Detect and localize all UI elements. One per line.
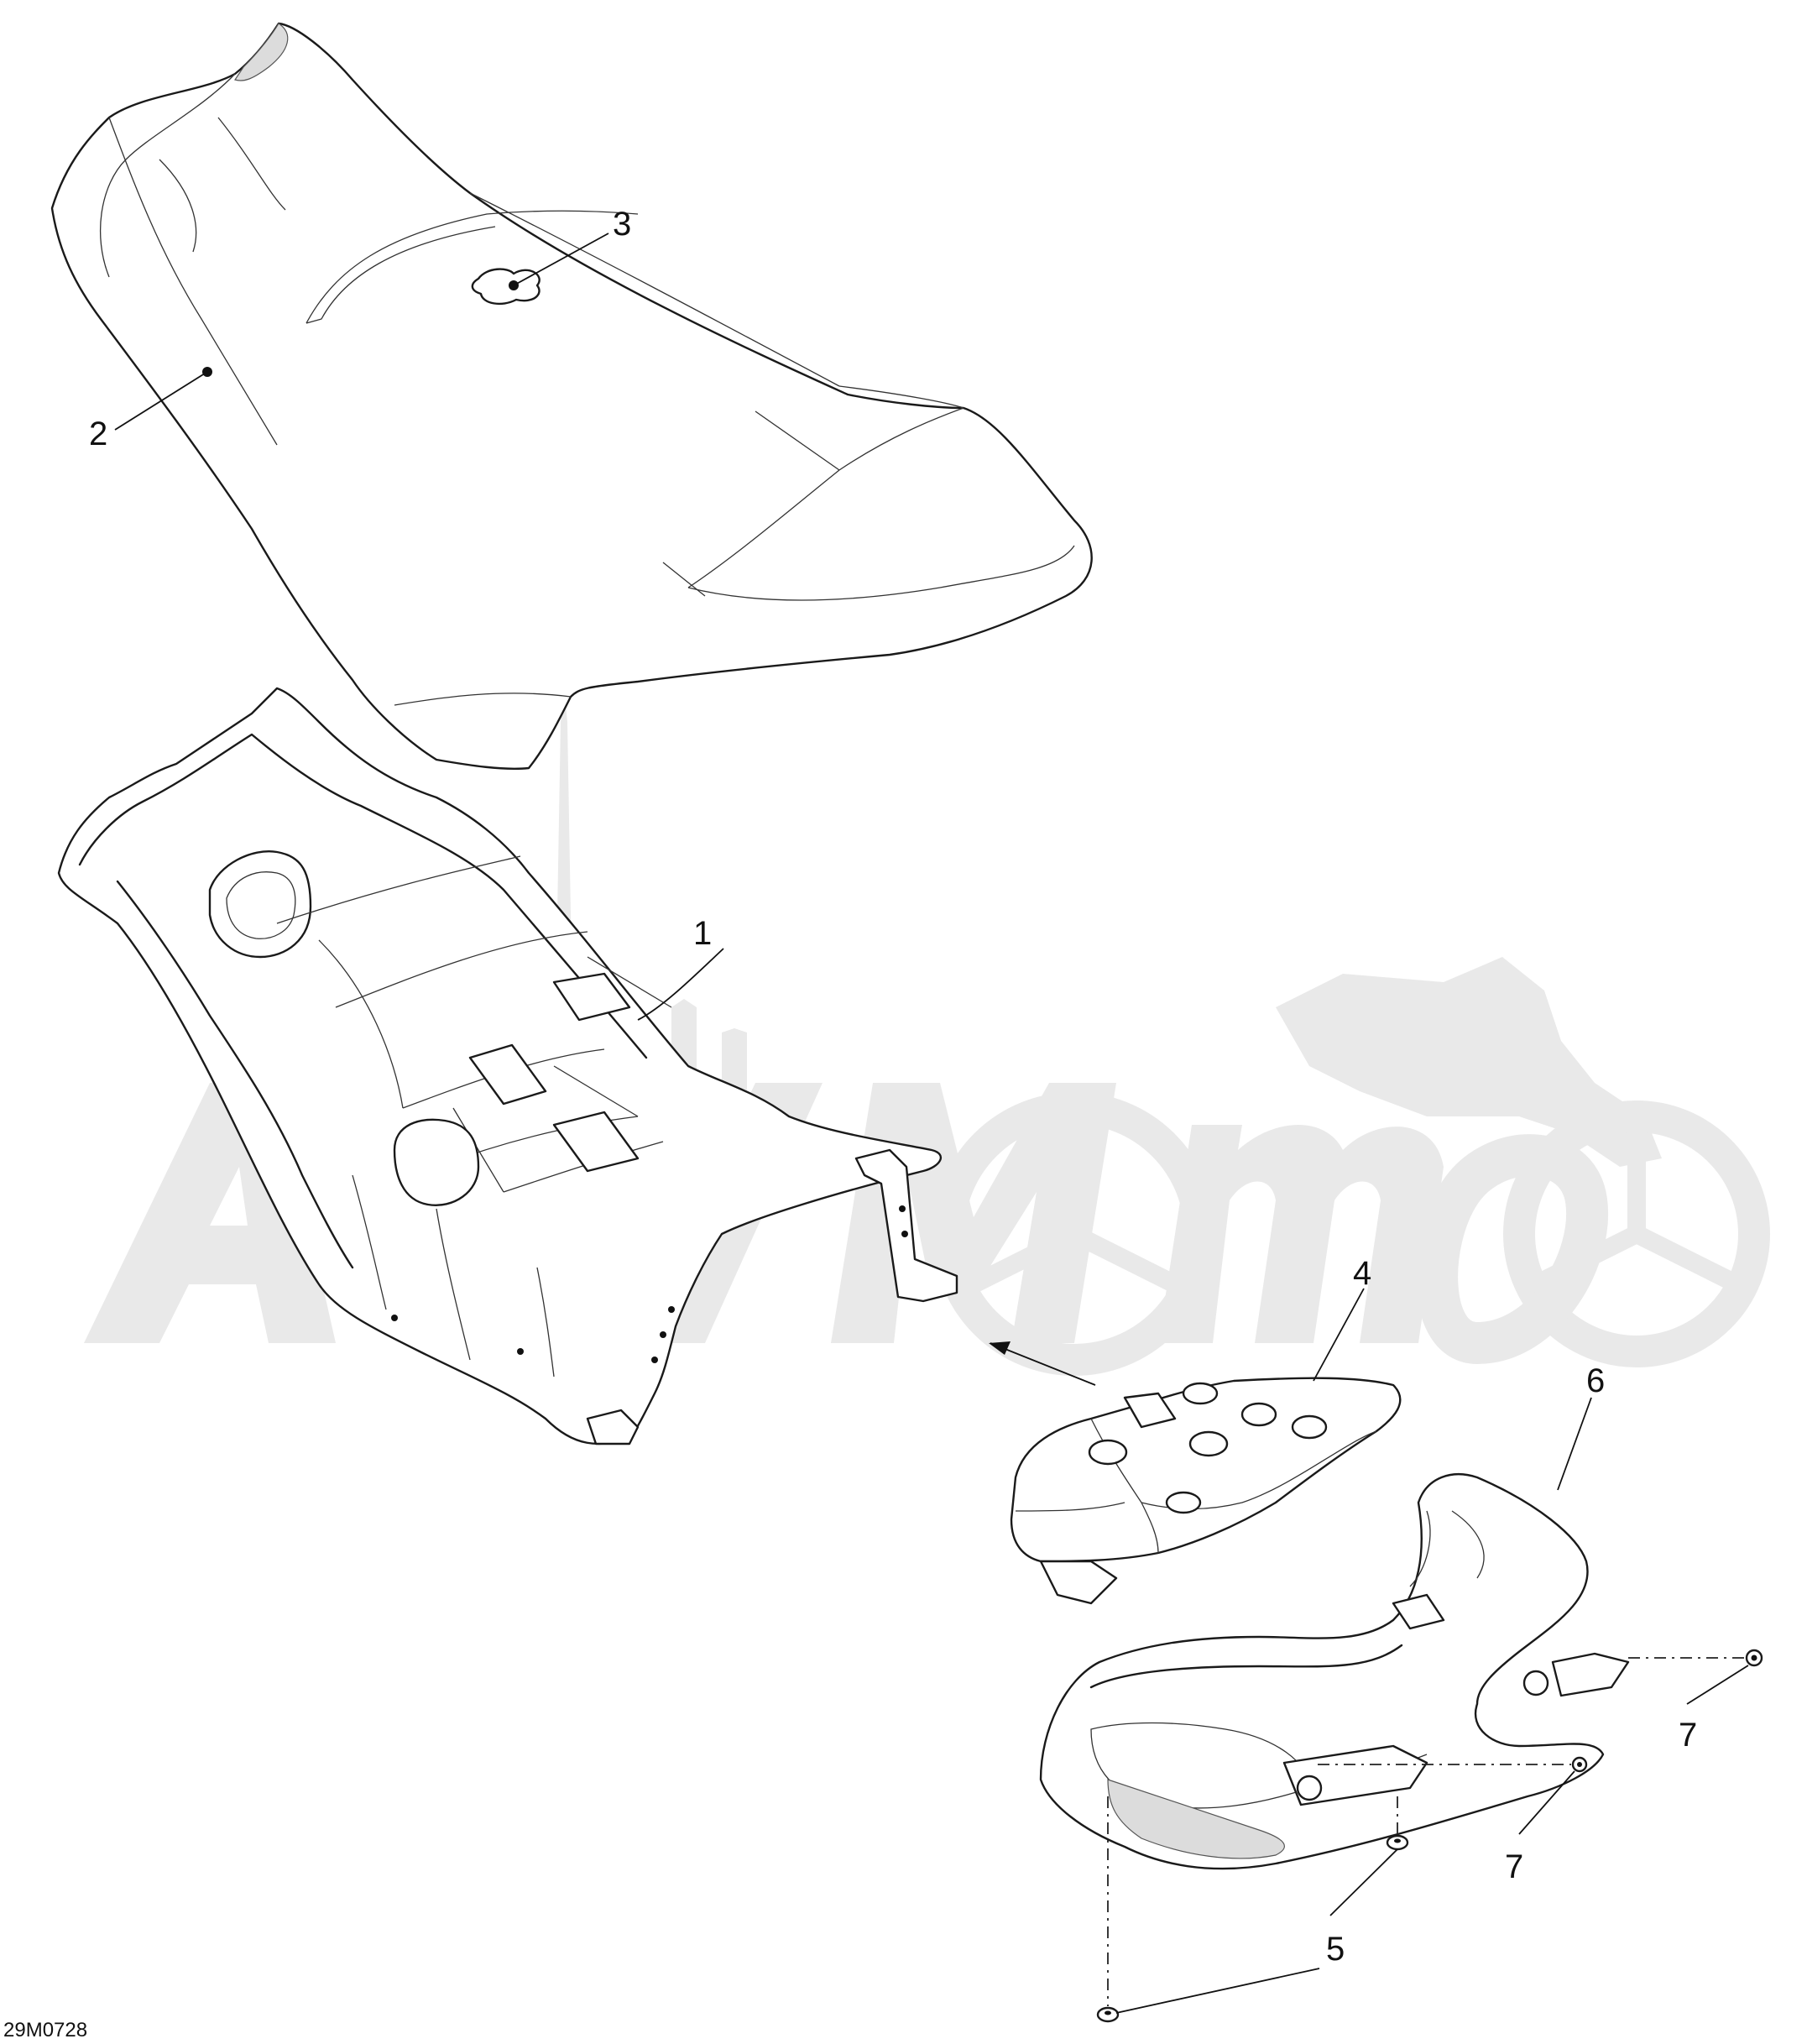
callout-1: 1 [693,915,712,952]
leader-5a [1329,1848,1398,1916]
leader-2 [114,371,208,431]
screw-lower [1571,1756,1588,1773]
callout-7a: 7 [1679,1717,1697,1754]
callout-5: 5 [1326,1931,1345,1968]
seat [50,22,1093,770]
leader-6 [1557,1397,1592,1491]
screw-upper [1745,1649,1763,1667]
storage-tray [1010,1377,1402,1605]
nut-left [1096,2006,1120,2023]
callout-4: 4 [1353,1255,1371,1292]
leader-7b [1518,1770,1575,1835]
nut-right [1386,1834,1409,1851]
seat-base-tray [57,687,958,1445]
leader-7a [1686,1665,1749,1705]
callout-6: 6 [1586,1362,1605,1399]
leader-5b [1115,1968,1320,2014]
leader-1 [637,948,724,1021]
callout-3: 3 [613,206,631,243]
drawing-code: 29M0728 [3,2019,87,2041]
leader-4 [1313,1288,1365,1382]
callout-2: 2 [89,416,107,452]
leader-3 [513,233,609,286]
assembly-arrow [989,1341,1096,1386]
callout-7b: 7 [1505,1848,1523,1885]
grab-handle [1039,1473,1630,1870]
